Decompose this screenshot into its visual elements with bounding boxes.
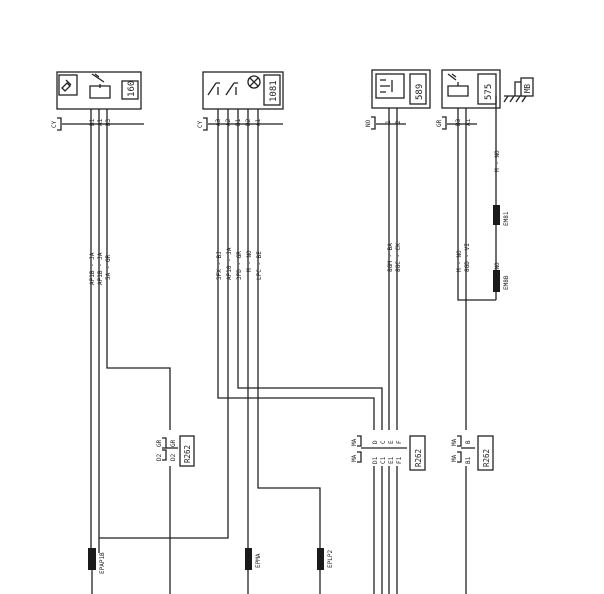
wire-label-ground-1: M - NO [494, 150, 501, 172]
hatch-icon [447, 73, 457, 81]
wire-label-160-2: AP1B - JA [97, 252, 104, 285]
switch-icon [89, 84, 111, 99]
component-589[interactable]: 589 [371, 69, 431, 109]
r262-mid-pin-d: D [372, 440, 379, 444]
r262-left-pin-a: D2 [156, 453, 163, 461]
r262-mid-id-frame [409, 435, 426, 471]
tool-icon [61, 79, 72, 92]
component-160-id: 160 [127, 81, 137, 97]
r262-right-id-frame [477, 435, 494, 471]
ground-mb[interactable]: MB [503, 77, 534, 103]
r262-mid-bracket [357, 435, 362, 463]
component-160[interactable]: 160 [56, 71, 142, 110]
connector-r262-left[interactable]: GR GR D2 D2 R262 [156, 435, 195, 467]
splice-eplp2-label: EPLP2 [327, 550, 334, 568]
pin-575-a1: A1 [465, 118, 472, 126]
pin-589-2: 2 [395, 120, 402, 124]
wire-label-160-3: 5A - GR [105, 254, 112, 280]
r262-mid-pin-f: F [396, 440, 403, 444]
wire-1081-1 [217, 109, 375, 430]
sensor-icon [380, 79, 393, 93]
wire-label-1081-1: 3FX - BJ [216, 251, 223, 280]
r262-mid-color-a: MA [351, 438, 358, 446]
wire-label-1081-4: M - NO [246, 250, 253, 272]
component-575-id-frame [477, 73, 497, 105]
component-160-icon-frame [58, 74, 78, 96]
component-589-id: 589 [415, 84, 425, 100]
r262-mid-pin-c1: C1 [380, 456, 387, 464]
component-589-id-frame [409, 73, 427, 105]
component-575[interactable]: 575 [441, 69, 501, 109]
connector-1081-bracket [203, 117, 283, 131]
r262-left-id: R262 [183, 445, 192, 463]
splice-epma-label: EPMA [255, 553, 262, 568]
r262-right-bracket [457, 435, 462, 463]
r262-right-pin-b1: B1 [465, 456, 472, 464]
hatch-icon [91, 73, 105, 83]
splice-em8b-label: EM8B [503, 275, 510, 290]
r262-mid-pin-d1: D1 [372, 456, 379, 464]
wire-160-3 [106, 109, 171, 430]
r262-mid-id: R262 [414, 449, 423, 467]
component-1081-id: 1081 [269, 80, 279, 102]
component-1081-id-frame [263, 74, 281, 106]
relay-switch-icon [207, 82, 238, 96]
wire-1081-5 [257, 109, 321, 553]
component-1081[interactable]: 1081 [202, 71, 284, 110]
wire-label-1081-2: AP10 - JA [226, 247, 233, 280]
component-575-id: 575 [484, 84, 494, 100]
connector-575-bracket [442, 116, 477, 130]
wire-label-589-2: 8GC - CK [395, 243, 402, 272]
r262-left-color-a: GR [156, 439, 163, 447]
wire-1081-3 [237, 109, 383, 430]
ground-label: MB [523, 83, 532, 93]
wire-label-575-2: 8GD - VI [464, 243, 471, 272]
r262-right-pin-b: B [465, 440, 472, 444]
ground-icon [503, 95, 527, 103]
splice-eplp2[interactable] [317, 548, 324, 570]
r262-mid-pin-e1: E1 [388, 456, 395, 464]
connector-1081-color: CY [197, 120, 204, 128]
connector-r262-right[interactable]: MA MA B B1 R262 [451, 435, 494, 471]
r262-left-bracket [162, 437, 167, 461]
connector-r262-mid[interactable]: MA MA D C E F D1 C1 E1 F1 R262 [351, 435, 426, 471]
pin-160-b3: B3 [105, 118, 112, 126]
pin-160-b1: B1 [89, 118, 96, 126]
r262-mid-color-b: MA [351, 454, 358, 462]
wire-575-1 [457, 108, 496, 301]
ground-label-frame [520, 77, 534, 97]
r262-mid-pin-e: E [388, 440, 395, 444]
splice-em81[interactable] [493, 205, 500, 225]
wire-label-1081-5: LPC - BE [256, 251, 263, 280]
pin-160-a1: A1 [97, 118, 104, 126]
r262-left-pin-b: D2 [170, 453, 177, 461]
connector-160-bracket [57, 117, 144, 131]
r262-mid-pin-c: C [380, 440, 387, 444]
splice-em81-label: EM81 [503, 211, 510, 226]
r262-left-color-b: GR [170, 439, 177, 447]
splice-em8b[interactable] [493, 270, 500, 292]
r262-left-id-frame [179, 435, 195, 467]
connector-160-color: CY [51, 120, 58, 128]
wire-label-589-1: 8GM - BA [387, 243, 394, 272]
connector-575-color: GR [436, 119, 443, 127]
splice-epap1b-label: EPAP1B [99, 552, 106, 574]
wire-1081-2 [99, 109, 229, 539]
wires-r262-mid-out [373, 466, 398, 594]
r262-mid-pin-f1: F1 [396, 456, 403, 464]
splice-epap1b[interactable] [88, 548, 96, 570]
component-160-id-frame [121, 80, 139, 100]
splice-epma[interactable] [245, 548, 252, 570]
r262-right-id: R262 [482, 449, 491, 467]
switch-icon [447, 82, 469, 97]
connector-589-color: NO [365, 119, 372, 127]
connector-589-bracket [371, 116, 406, 130]
wire-label-160-1: AP1B - JA [89, 252, 96, 285]
r262-right-color-a: MA [451, 438, 458, 446]
wire-label-1081-3: 3PD - GR [236, 251, 243, 280]
r262-right-color-b: MA [451, 454, 458, 462]
wire-label-575-1: M - NO [456, 250, 463, 272]
